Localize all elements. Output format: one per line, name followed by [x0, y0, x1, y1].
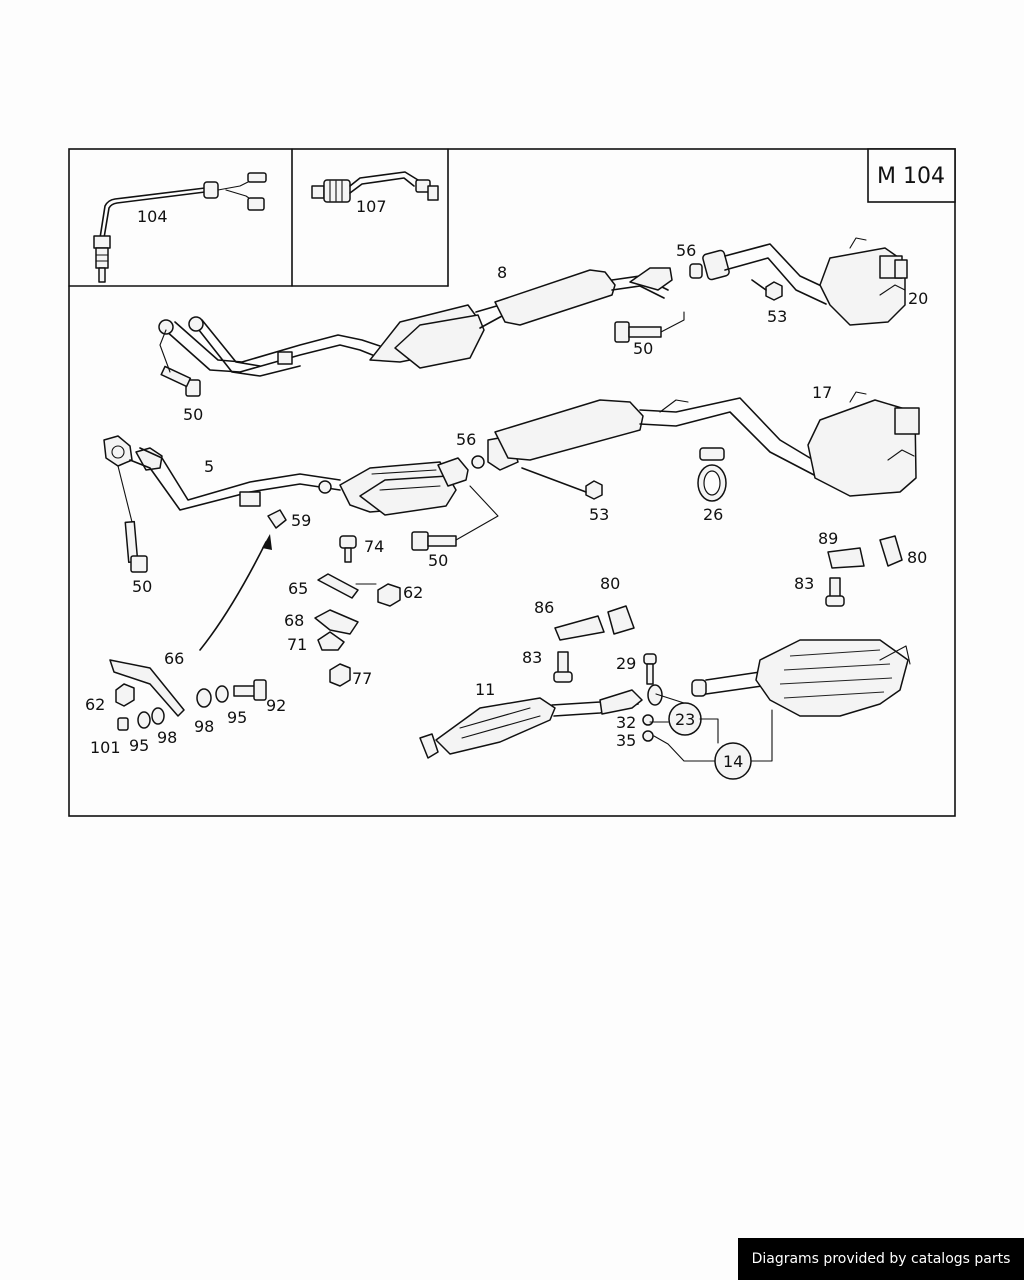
label-92: 92 [266, 696, 286, 715]
label-65: 65 [288, 579, 308, 598]
model-tag-box: M 104 [867, 148, 956, 203]
label-56-lower: 56 [456, 430, 476, 449]
label-23: 23 [675, 710, 695, 729]
label-26: 26 [703, 505, 723, 524]
footer-credit: Diagrams provided by catalogs parts [738, 1238, 1024, 1280]
label-50-upper-right: 50 [633, 339, 653, 358]
label-14: 14 [723, 752, 743, 771]
label-104: 104 [137, 207, 168, 226]
label-95-right: 95 [227, 708, 247, 727]
label-66: 66 [164, 649, 184, 668]
label-35: 35 [616, 731, 636, 750]
lower-exhaust-pipe [103, 391, 920, 516]
label-98-right: 98 [194, 717, 214, 736]
oxygen-sensor-107 [311, 171, 439, 203]
label-50-lower-left: 50 [132, 577, 152, 596]
label-50-upper-left: 50 [183, 405, 203, 424]
label-86: 86 [534, 598, 554, 617]
label-29: 29 [616, 654, 636, 673]
label-80-right: 80 [907, 548, 927, 567]
model-tag: M 104 [877, 164, 945, 189]
bottom-exhaust-assembly [419, 639, 911, 780]
label-107: 107 [356, 197, 387, 216]
inset-panels [68, 148, 449, 287]
label-50-lower-mid: 50 [428, 551, 448, 570]
label-62-left: 62 [85, 695, 105, 714]
part-labels: 104 107 8 56 20 53 50 50 17 5 56 59 53 2… [85, 197, 928, 771]
diagram-frame [68, 148, 956, 817]
label-68: 68 [284, 611, 304, 630]
label-20: 20 [908, 289, 928, 308]
label-62-mid: 62 [403, 583, 423, 602]
oxygen-sensor-104 [93, 172, 267, 283]
label-80-mid: 80 [600, 574, 620, 593]
footer-credit-text: Diagrams provided by catalogs parts [751, 1251, 1011, 1267]
label-5: 5 [204, 457, 214, 476]
label-56-upper: 56 [676, 241, 696, 260]
label-8: 8 [497, 263, 507, 282]
label-11: 11 [475, 680, 495, 699]
upper-exhaust-pipe [158, 237, 908, 377]
label-53-upper: 53 [767, 307, 787, 326]
upper-hardware [159, 263, 783, 397]
assembly-arrow [199, 541, 267, 651]
label-95-left: 95 [129, 736, 149, 755]
label-53-lower: 53 [589, 505, 609, 524]
label-74: 74 [364, 537, 384, 556]
label-59: 59 [291, 511, 311, 530]
label-83-mid: 83 [522, 648, 542, 667]
label-83-right: 83 [794, 574, 814, 593]
label-98-left: 98 [157, 728, 177, 747]
label-89: 89 [818, 529, 838, 548]
label-77: 77 [352, 669, 372, 688]
label-101: 101 [90, 738, 121, 757]
label-32: 32 [616, 713, 636, 732]
label-71: 71 [287, 635, 307, 654]
label-17: 17 [812, 383, 832, 402]
lower-hardware [109, 465, 903, 731]
